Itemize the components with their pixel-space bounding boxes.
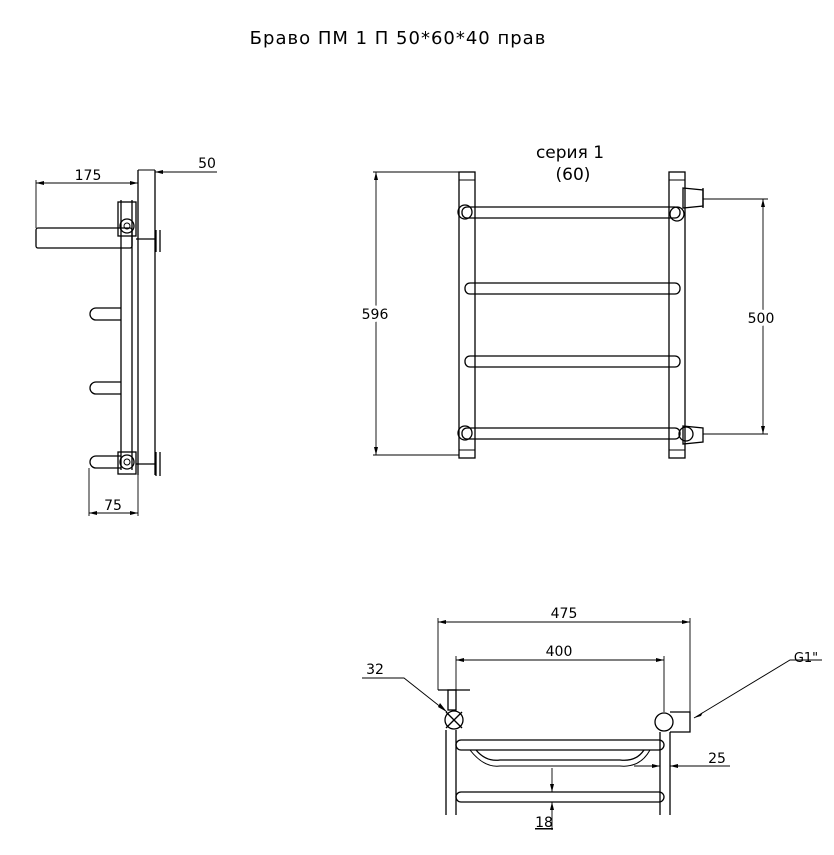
lower-fitting-core (123, 458, 131, 466)
right-nozzle (670, 711, 691, 733)
dim-175-label: 175 (75, 168, 102, 184)
front-view: серия 1 (60) 596 (359, 143, 777, 459)
upper-fitting-core (123, 222, 131, 230)
dim-400-arrow-left (456, 658, 464, 662)
label-32: 32 (366, 662, 384, 678)
lower-outlet (682, 425, 704, 445)
rung-2 (89, 381, 121, 395)
top-left-fitting (457, 204, 473, 220)
dim-175-arrow-left (36, 181, 44, 185)
upper-inlet (682, 187, 704, 209)
front-rung-top (461, 206, 681, 219)
dim-500-arrow-bottom (761, 426, 765, 434)
leader-g1-arrow (694, 712, 703, 718)
leader-g1 (693, 659, 822, 719)
bottom-right-fitting (678, 426, 694, 442)
dim-400-arrow-right (656, 658, 664, 662)
dim-18-arrow-top (550, 784, 554, 792)
dim-18-arrow-bottom (550, 802, 554, 810)
top-right-fitting (669, 206, 685, 222)
dim-75-arrow-right (130, 511, 138, 515)
front-rung-3 (464, 355, 681, 368)
front-rung-2 (464, 282, 681, 295)
bottom-left-fitting (457, 425, 473, 441)
upper-connector (117, 201, 137, 237)
left-fitting-cross-2 (445, 711, 463, 729)
dim-75-arrow-left (89, 511, 97, 515)
dim-75-label: 75 (104, 498, 122, 514)
front-rung-bottom (461, 427, 681, 440)
lower-connector (117, 451, 137, 475)
bottom-rung (89, 455, 121, 469)
top-view: 475 400 32 G1" (362, 606, 822, 831)
dim-475-arrow-right (682, 620, 690, 624)
dim-175-arrow-right (130, 181, 138, 185)
label-g1: G1" (794, 651, 818, 666)
dim-25-arrow-right (670, 764, 678, 768)
dim-596-label: 596 (362, 307, 389, 323)
tray-curve (475, 749, 645, 761)
tray-curve-outer (469, 749, 651, 767)
left-top-fitting (444, 710, 464, 730)
tray-front-bar (455, 739, 665, 751)
drawing-title: Браво ПМ 1 П 50*60*40 прав (250, 28, 547, 49)
series-code: (60) (556, 165, 591, 185)
leader-32-arrow (438, 703, 447, 712)
dim-25-arrow-left (652, 764, 660, 768)
dim-596-arrow-top (374, 172, 378, 180)
dim-500-label: 500 (748, 311, 775, 327)
lower-fitting (119, 454, 135, 470)
dim-400-label: 400 (546, 644, 573, 660)
left-riser (458, 171, 476, 459)
dim-500-arrow-top (761, 199, 765, 207)
dim-25-label: 25 (708, 751, 726, 767)
dim-50-label: 50 (198, 156, 216, 172)
dim-50-arrow (155, 170, 163, 174)
dim-475-label: 475 (551, 606, 578, 622)
side-view: 175 50 75 (35, 156, 217, 516)
top-shelf (35, 227, 133, 249)
rung-1 (89, 307, 121, 321)
series-label: серия 1 (536, 143, 604, 163)
leader-32 (362, 677, 448, 713)
dim-596-arrow-bottom (374, 447, 378, 455)
left-bracket (447, 689, 457, 711)
plan-lower-rung (455, 791, 665, 803)
dim-18-label: 18 (535, 815, 553, 831)
right-top-fitting (654, 712, 674, 732)
upper-fitting (119, 218, 135, 234)
dim-475-arrow-left (438, 620, 446, 624)
right-riser (668, 171, 686, 459)
